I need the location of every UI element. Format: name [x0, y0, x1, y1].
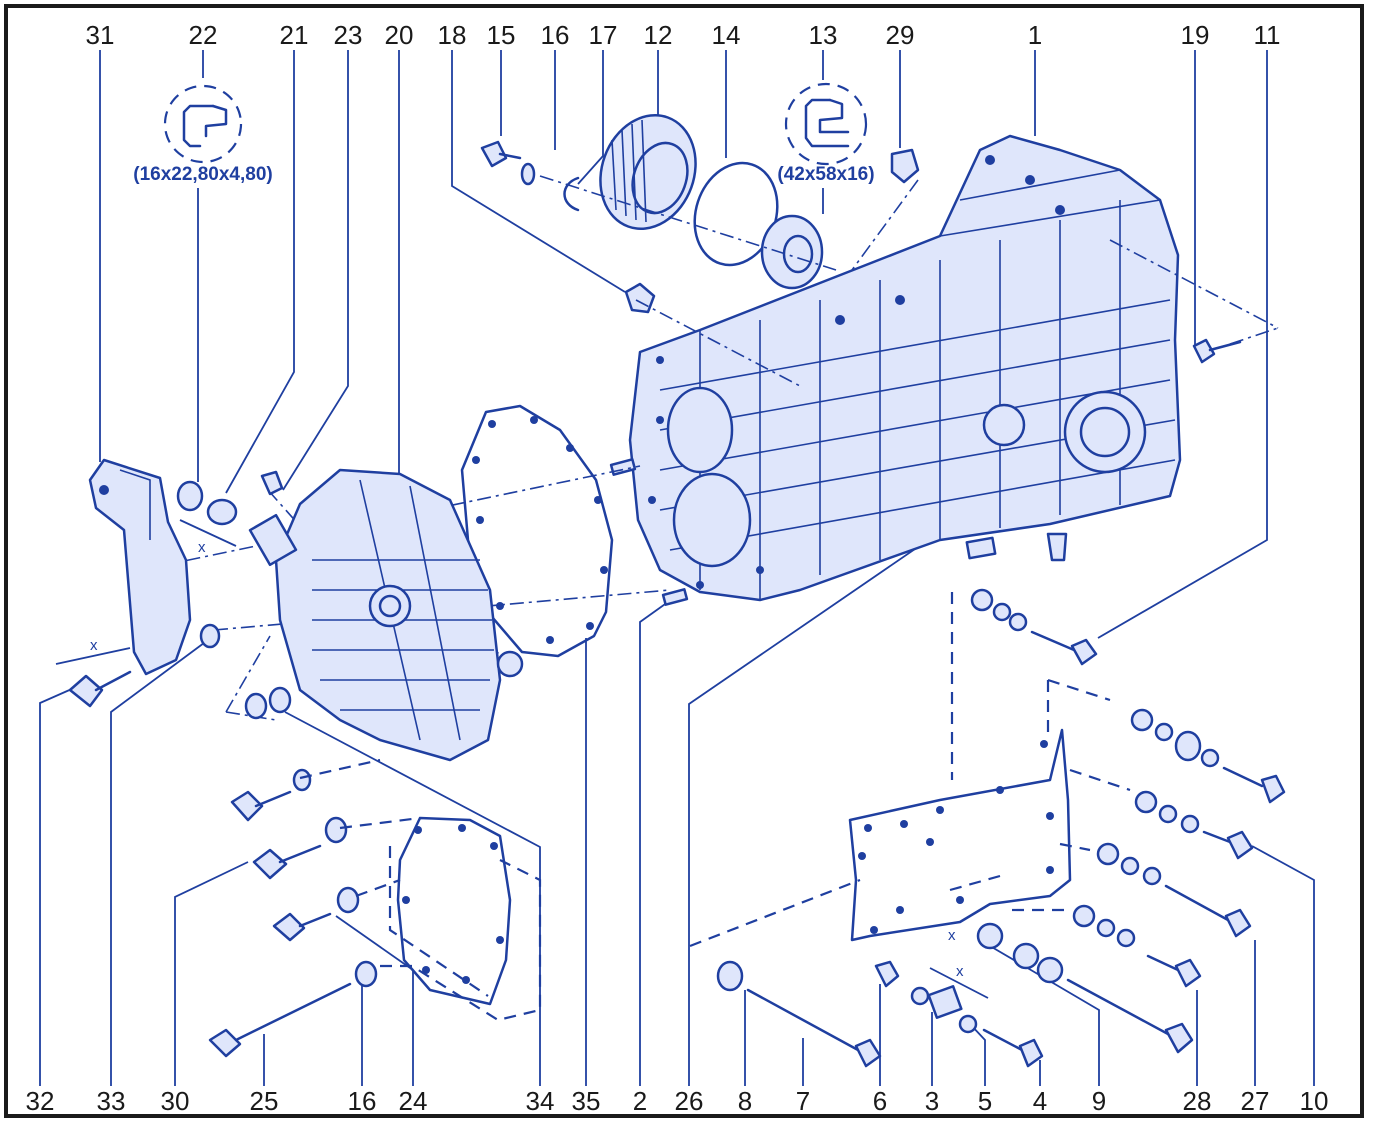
callout-20: 20: [385, 20, 414, 50]
callout-6: 6: [873, 1086, 887, 1116]
callout-13: 13: [809, 20, 838, 50]
seal-detail-13: [784, 82, 868, 166]
callout-33: 33: [97, 1086, 126, 1116]
callout-19: 19: [1181, 20, 1210, 50]
callout-24: 24: [399, 1086, 428, 1116]
callout-22: 22: [189, 20, 218, 50]
dim-x-3: x: [956, 963, 964, 980]
callout-17: 17: [589, 20, 618, 50]
seal-detail-22: [163, 84, 243, 164]
callout-11: 11: [1254, 20, 1281, 50]
bracket: [68, 458, 292, 720]
callout-23: 23: [334, 20, 363, 50]
callout-8: 8: [738, 1086, 752, 1116]
lower-left-fasteners: [208, 758, 542, 1058]
callout-26: 26: [675, 1086, 704, 1116]
dim-x-2: x: [90, 637, 98, 654]
frame-border: [4, 4, 1364, 1118]
callout-30: 30: [161, 1086, 190, 1116]
callout-3: 3: [925, 1086, 939, 1116]
callout-35: 35: [572, 1086, 601, 1116]
callout-29: 29: [886, 20, 915, 50]
callout-numbers-top: 31 22 21 23 20 18 15 16 17 12 14 13 29 1 19 11: [86, 20, 1281, 50]
callout-14: 14: [712, 20, 741, 50]
seal-label-left: (16x22,80x4,80): [133, 164, 272, 185]
leader-lines: [39, 50, 1315, 1086]
dim-x-1: x: [198, 539, 206, 556]
callout-4: 4: [1033, 1086, 1047, 1116]
callout-15: 15: [487, 20, 516, 50]
callout-28: 28: [1183, 1086, 1212, 1116]
main-housing: [609, 134, 1182, 606]
bearing-retainer: [480, 114, 920, 290]
callout-27: 27: [1241, 1086, 1270, 1116]
seal-label-right: (42x58x16): [777, 164, 874, 185]
callout-5: 5: [978, 1086, 992, 1116]
callout-21: 21: [280, 20, 309, 50]
callout-7: 7: [796, 1086, 810, 1116]
callout-34: 34: [526, 1086, 555, 1116]
callout-2: 2: [633, 1086, 647, 1116]
callout-12: 12: [644, 20, 673, 50]
callout-1: 1: [1028, 20, 1042, 50]
callout-31: 31: [86, 20, 115, 50]
lower-right-fasteners: [689, 338, 1286, 1068]
callout-16: 16: [348, 1086, 377, 1116]
callout-10: 10: [1300, 1086, 1329, 1116]
callout-16: 16: [541, 20, 570, 50]
dim-x-4: x: [948, 927, 956, 944]
rear-cover: [248, 468, 524, 762]
callout-9: 9: [1092, 1086, 1106, 1116]
dimension-markers: x x x x: [55, 519, 989, 999]
callout-18: 18: [438, 20, 467, 50]
callout-32: 32: [26, 1086, 55, 1116]
callout-25: 25: [250, 1086, 279, 1116]
